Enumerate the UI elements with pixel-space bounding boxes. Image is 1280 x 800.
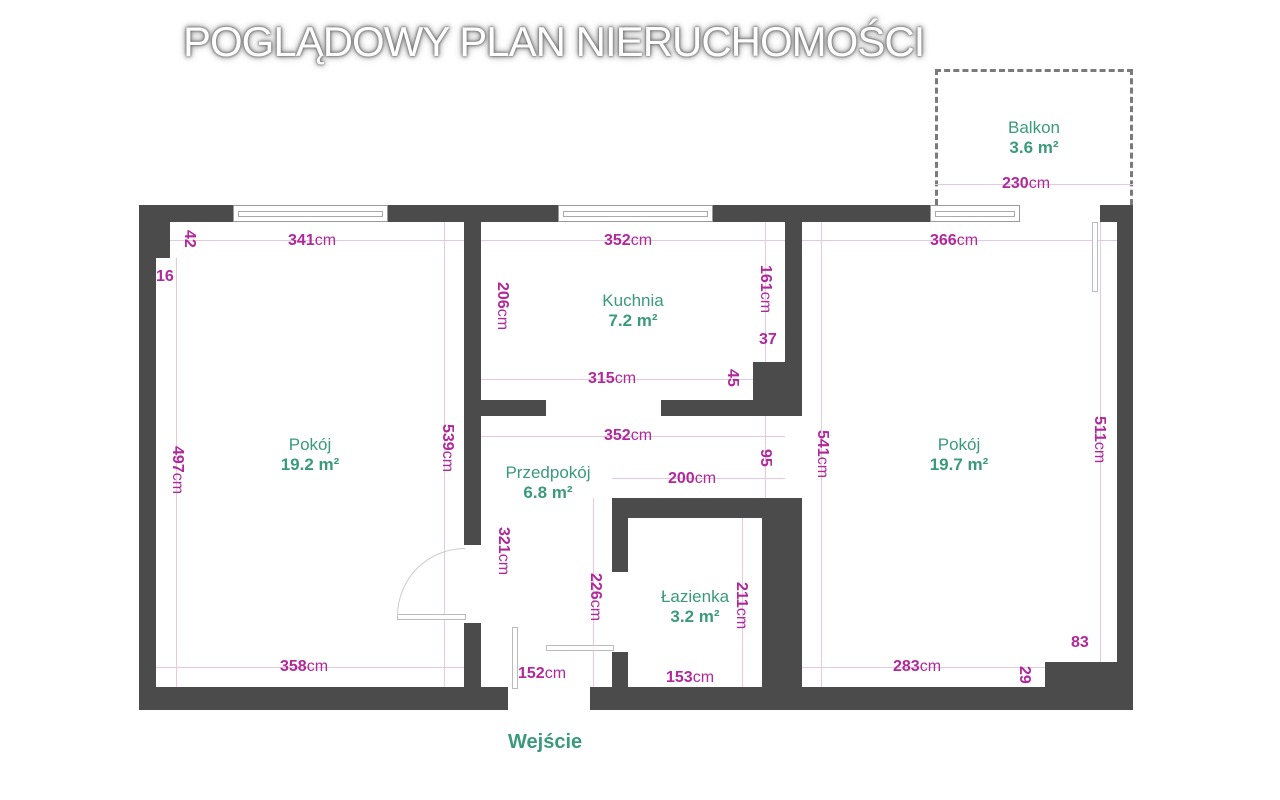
dim-label: 152cm (518, 665, 567, 682)
wall (139, 687, 508, 710)
entrance-label: Wejście (508, 731, 583, 753)
dim-label: 511cm (1091, 416, 1108, 464)
entrance-door[interactable] (512, 627, 518, 689)
dim-line (481, 379, 753, 380)
balcony-outline (935, 69, 1133, 205)
dim-line (481, 436, 785, 437)
dim-line (176, 258, 177, 687)
dim-line (481, 240, 785, 241)
dim-label: 497cm (169, 446, 186, 495)
dim-label: 366cm (930, 232, 979, 249)
dim-label: 153cm (666, 669, 715, 686)
wall (139, 205, 156, 710)
dim-label: 352cm (604, 232, 653, 249)
window (558, 205, 713, 222)
wall (612, 652, 628, 697)
dim-line (935, 184, 1133, 185)
dim-label: 37 (759, 331, 777, 348)
wall (785, 498, 802, 710)
dim-label: 29 (1016, 666, 1033, 684)
dim-label: 200cm (668, 470, 717, 487)
dim-line (444, 222, 445, 687)
dim-line (742, 518, 743, 697)
dim-label: 321cm (495, 527, 512, 576)
dim-label: 206cm (494, 282, 511, 331)
dim-label: 352cm (604, 427, 653, 444)
dim-line (1100, 222, 1101, 662)
wall (713, 205, 930, 222)
bathroom-door[interactable] (546, 645, 614, 651)
dim-label: 541cm (814, 430, 831, 479)
dim-line (802, 240, 1117, 241)
balcony-side-door[interactable] (1092, 222, 1098, 292)
wall (590, 687, 1133, 710)
dim-line (612, 478, 785, 479)
wall (612, 498, 628, 572)
wall (1045, 662, 1133, 710)
dim-label: 226cm (587, 573, 604, 622)
dim-label: 230cm (1002, 175, 1051, 192)
dim-label: 211cm (733, 582, 750, 630)
balcony-door (930, 205, 1020, 222)
wall (464, 205, 481, 545)
dim-label: 83 (1071, 634, 1089, 651)
wall (1117, 205, 1133, 710)
dim-label: 358cm (280, 658, 329, 675)
dim-label: 95 (757, 449, 774, 467)
dim-line (765, 222, 766, 498)
dim-label: 315cm (588, 370, 637, 387)
wall (612, 498, 802, 518)
dim-label: 341cm (288, 232, 337, 249)
dim-label: 45 (724, 369, 741, 387)
dim-line (593, 498, 594, 687)
dim-label: 16 (156, 268, 174, 285)
dim-line (802, 667, 1045, 668)
dim-label: 42 (181, 230, 198, 248)
wall (661, 400, 802, 416)
dim-line (821, 222, 822, 687)
dim-label: 283cm (893, 658, 942, 675)
dim-label: 161cm (757, 265, 774, 314)
wall (464, 623, 481, 693)
dim-label: 539cm (439, 424, 456, 473)
wall (481, 400, 546, 416)
dim-line (170, 240, 464, 241)
window (233, 205, 388, 222)
dim-line (156, 667, 464, 668)
plan-title: POGLĄDOWY PLAN NIERUCHOMOŚCI (183, 18, 925, 65)
